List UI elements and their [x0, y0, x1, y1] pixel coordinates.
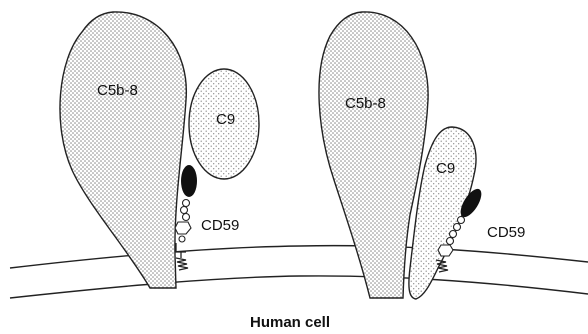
cell-membrane: [10, 246, 588, 298]
cd59-left-head: [181, 165, 197, 197]
label-c9-right: C9: [436, 160, 455, 177]
cd59-left-lipid-tail: [176, 258, 188, 270]
cd59-left-beads: [175, 200, 191, 243]
label-c5b8-left: C5b-8: [97, 82, 138, 99]
label-cd59-left: CD59: [201, 217, 239, 234]
right-complex: [319, 12, 485, 299]
c5b8-left-shape: [60, 12, 186, 288]
left-complex: [60, 12, 259, 288]
label-c5b8-right: C5b-8: [345, 95, 386, 112]
label-human-cell: Human cell: [250, 314, 330, 331]
membrane-outer-line: [10, 246, 588, 268]
label-cd59-right: CD59: [487, 224, 525, 241]
label-c9-left: C9: [216, 111, 235, 128]
membrane-inner-line: [10, 276, 588, 298]
